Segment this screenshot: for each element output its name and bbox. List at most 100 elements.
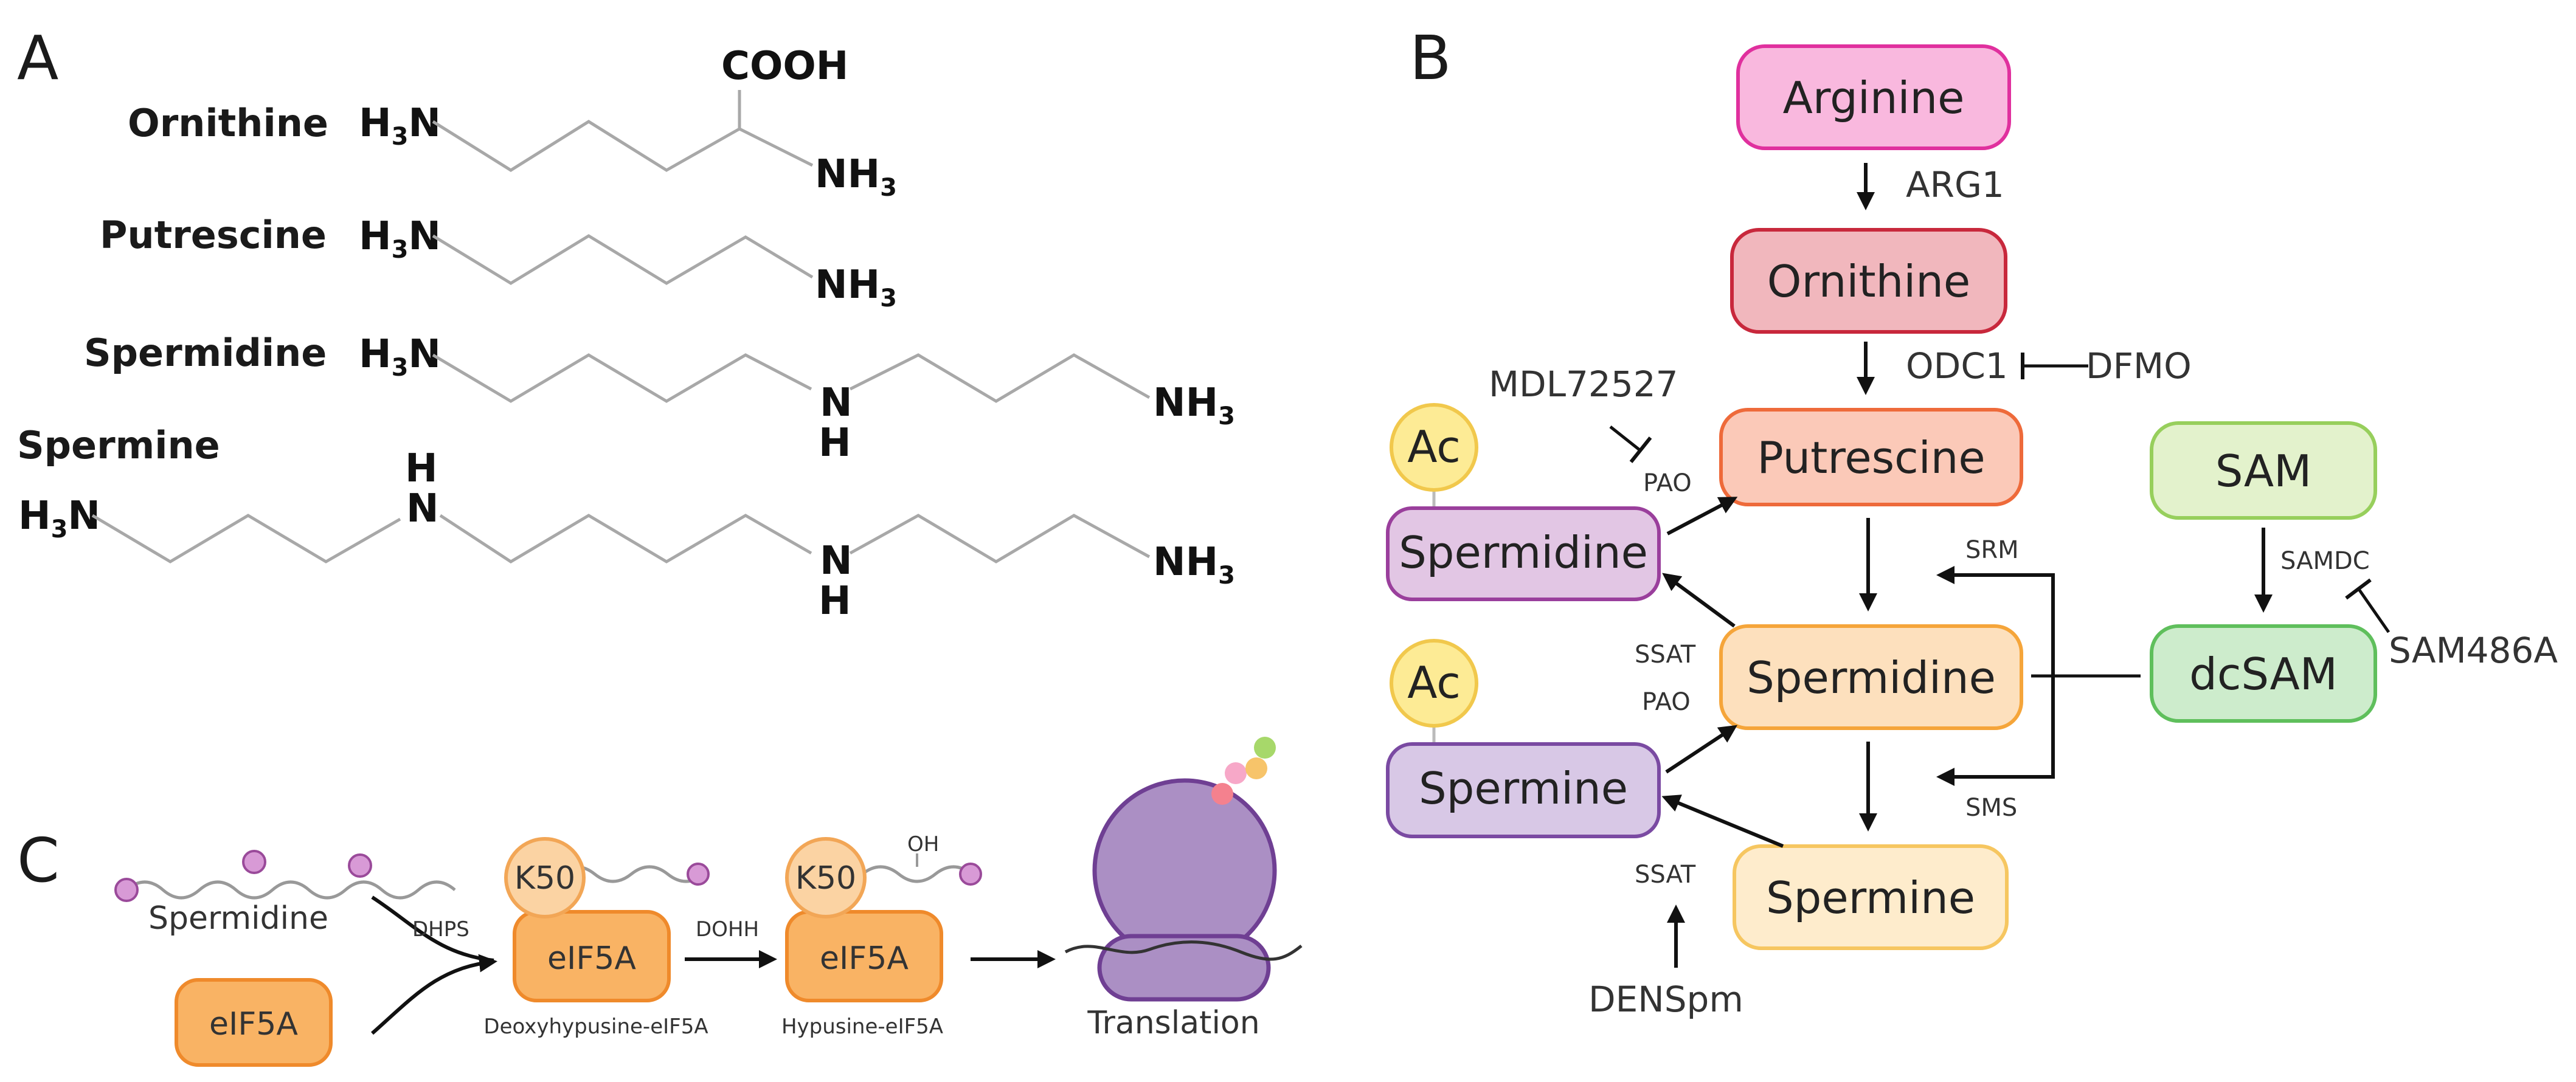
enzyme-odc1: ODC1 [1906, 345, 2008, 387]
imine-h: H [819, 421, 851, 466]
ac-circle-outline [1390, 639, 1478, 728]
node-arginine: Arginine [1736, 44, 2011, 150]
k50-label: K50 [514, 860, 575, 897]
spermidine-bead [349, 855, 371, 877]
hypusine-eif5a-box-outline [785, 910, 943, 1002]
imine-n: N [406, 486, 439, 531]
hypusine-eif5a-box [787, 912, 941, 1001]
k50-circle-outline [504, 837, 586, 918]
deoxy-caption: Deoxyhypusine-eIF5A [483, 1015, 708, 1039]
ac-label: Ac [1407, 657, 1461, 708]
ribosome-small-outline [1097, 934, 1271, 1002]
arrow-acspm-spermidine [1665, 725, 1738, 774]
inhibition-mdl [1609, 426, 1641, 451]
k50-circle [506, 839, 584, 917]
ac-circle [1391, 405, 1477, 490]
carbon-chain-2 [439, 514, 812, 563]
node-spermidine: Spermidine [1719, 624, 2023, 730]
carbon-chain-left [432, 353, 812, 403]
spermidine-label: Spermidine [148, 900, 328, 937]
imine-h: H [405, 446, 438, 491]
panel-a: Ornithine H3N COOH NH3 Putrescine H3N NH… [17, 44, 1235, 624]
node-outline [1719, 408, 2023, 506]
amine-right: NH3 [1153, 381, 1235, 430]
node-box [1732, 230, 2006, 332]
enzyme-ssat-1: SSAT [1635, 641, 1696, 669]
node-label: Ornithine [1767, 256, 1970, 307]
deoxy-eif5a-box-outline [513, 910, 671, 1002]
peptide-bead [1254, 737, 1276, 759]
enzyme-dhps: DHPS [412, 917, 469, 942]
node-label: SAM [2215, 446, 2311, 497]
deoxy-eif5a-box [514, 912, 669, 1001]
hypusine-caption: Hypusine-eIF5A [781, 1015, 943, 1039]
imine-n: N [820, 381, 853, 426]
enzyme-sms: SMS [1965, 794, 2017, 822]
deoxy-bead-outline [687, 863, 710, 886]
k50-circle-outline [785, 837, 867, 918]
spermidine-bead [116, 879, 137, 901]
node-box [1738, 46, 2009, 148]
ribosome-icon [1064, 737, 1303, 1002]
node-putrescine: Putrescine [1719, 408, 2023, 506]
node-label: dcSAM [2189, 649, 2338, 700]
node-outline [1719, 624, 2023, 730]
ac-circle-outline [1390, 403, 1478, 492]
node-dcsam: dcSAM [2150, 624, 2377, 723]
spermidine-bead-outline [348, 853, 372, 878]
ribosome-small-subunit [1099, 936, 1269, 999]
panel-label-c: C [17, 825, 60, 896]
node-acetyl-spermidine: Ac Spermidine [1386, 403, 1661, 601]
eif5a-box [176, 980, 331, 1065]
structure-putrescine: Putrescine H3N NH3 [100, 213, 897, 312]
hypusine-chain [861, 865, 973, 883]
carbon-chain-3 [849, 514, 1151, 563]
node-outline [1730, 228, 2007, 334]
node-box [1721, 626, 2021, 728]
node-box [2152, 626, 2375, 721]
node-box [1388, 508, 1659, 599]
ac-label: Ac [1407, 421, 1461, 472]
panel-label-b: B [1410, 22, 1452, 94]
hypusine-eif5a-label: eIF5A [820, 940, 909, 977]
peptide-bead [1211, 783, 1233, 805]
node-label: Spermine [1766, 872, 1975, 923]
enzyme-ssat-2: SSAT [1635, 861, 1696, 889]
inhibitor-dfmo: DFMO [2086, 345, 2192, 387]
panel-c: Spermidine eIF5A DHPS eIF5A K50 Deoxyhyp… [114, 737, 1303, 1067]
node-label: Arginine [1783, 72, 1965, 123]
oh-label: OH [907, 832, 939, 856]
node-spermine: Spermine [1733, 844, 2009, 950]
dhps-curve-top [371, 895, 494, 962]
imine-h: H [819, 579, 851, 624]
carbon-chain [432, 234, 814, 285]
arrow-spermine-acspm [1661, 794, 1784, 848]
inhibition-bar-sam486a [2345, 578, 2372, 600]
node-acetyl-spermine: Ac Spermine [1386, 639, 1661, 838]
enzyme-arg1: ARG1 [1906, 164, 2004, 205]
hypusine-bead [960, 864, 981, 884]
arrow-spermidine-acspd [1662, 573, 1736, 628]
spermidine-bead-outline [242, 850, 266, 874]
eif5a-label: eIF5A [209, 1006, 298, 1042]
enzyme-pao-1: PAO [1643, 469, 1692, 497]
node-box [1388, 744, 1659, 836]
inhibitor-mdl72527: MDL72527 [1489, 364, 1678, 405]
node-label: Spermidine [1747, 652, 1996, 703]
translation-label: Translation [1087, 1005, 1259, 1041]
carbon-chain-1 [91, 514, 401, 563]
structure-spermine: Spermine H3N H N N H NH3 [17, 423, 1235, 624]
node-outline [1736, 44, 2011, 150]
spermidine-bead-outline [114, 878, 139, 902]
spermidine-bead [243, 851, 265, 873]
node-outline [1386, 506, 1661, 601]
enzyme-samdc: SAMDC [2280, 547, 2370, 575]
arrow-acspd-putrescine [1666, 497, 1738, 536]
structure-name-ornithine: Ornithine [128, 101, 328, 145]
panel-b: Arginine Ornithine Putrescine Spermidine… [1386, 44, 2558, 1020]
carbon-chain [432, 120, 741, 172]
node-outline [1386, 742, 1661, 838]
node-box [1734, 846, 2007, 948]
node-outline [2150, 624, 2377, 723]
